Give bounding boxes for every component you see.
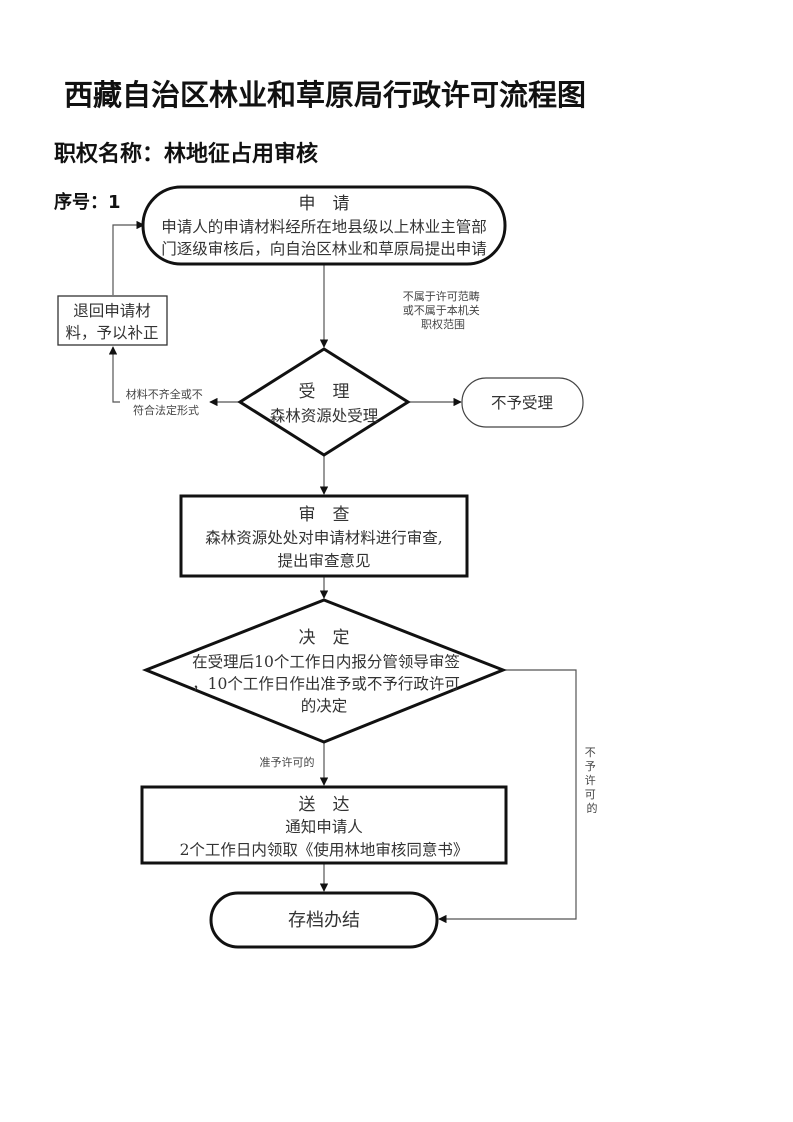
not-accepted-text: 不予受理: [491, 394, 553, 412]
review-title: 审 查: [299, 505, 350, 525]
node-accept: 受 理 森林资源处受理: [237, 347, 411, 457]
page-title: 西藏自治区林业和草原局行政许可流程图: [64, 78, 587, 112]
delivery-shape: [140, 785, 508, 865]
return-materials-line-1: 退回申请材: [73, 302, 151, 320]
decision-text-line-3: 的决定: [301, 697, 348, 715]
authority-name: 职权名称：林地征占用审核: [54, 142, 319, 167]
delivery-text-line-2: 2个工作日内领取《使用林地审核同意书》: [180, 840, 469, 859]
review-shape: [179, 494, 469, 578]
return-materials-shape: [57, 295, 168, 346]
serial-number: 序号：1: [54, 192, 121, 213]
apply-title: 申 请: [299, 194, 350, 214]
node-archive: 存档办结: [209, 891, 439, 949]
apply-shape: [141, 185, 507, 266]
apply-text-line-2: 门逐级审核后，向自治区林业和草原局提出申请: [161, 240, 487, 258]
node-not-accepted: 不予受理: [461, 377, 584, 428]
decision-title: 决 定: [299, 628, 350, 648]
edge-return-to-apply: [112, 220, 145, 295]
node-review: 审 查 森林资源处处对申请材料进行审查, 提出审查意见: [179, 494, 469, 578]
edge-decision-to-archive: [438, 669, 577, 924]
archive-text: 存档办结: [288, 910, 360, 931]
decision-shape: [141, 598, 508, 744]
node-return-materials: 退回申请材 料，予以补正: [57, 295, 168, 346]
delivery-text-line-1: 通知申请人: [285, 818, 363, 836]
delivery-title: 送 达: [299, 795, 350, 815]
not-accepted-shape: [461, 377, 584, 428]
accept-text: 森林资源处受理: [270, 407, 379, 425]
archive-shape: [209, 891, 439, 949]
node-decision: 决 定 在受理后10个工作日内报分管领导审签 ，10个工作日作出准予或不予行政许…: [141, 598, 508, 744]
accept-shape: [237, 347, 411, 457]
edge-label-permitted: 准予许可的: [260, 755, 315, 769]
accept-title: 受 理: [299, 382, 350, 402]
node-delivery: 送 达 通知申请人 2个工作日内领取《使用林地审核同意书》: [140, 785, 508, 865]
node-apply: 申 请 申请人的申请材料经所在地县级以上林业主管部 门逐级审核后，向自治区林业和…: [141, 185, 507, 266]
review-text-line-1: 森林资源处处对申请材料进行审查,: [205, 529, 442, 547]
edge-label-incomplete-materials: 材料不齐全或不 符合法定形式: [126, 387, 207, 417]
decision-text-line-1: 在受理后10个工作日内报分管领导审签: [192, 653, 460, 671]
decision-text-line-2: ，10个工作日作出准予或不予行政许可: [192, 675, 460, 693]
edge-accept-to-return: [108, 346, 240, 407]
edge-label-not-in-scope: 不属于许可范畴 或不属于本机关 职权范围: [403, 289, 484, 331]
return-materials-line-2: 料，予以补正: [65, 324, 158, 342]
edge-label-not-permitted: 不 予 许 可 的: [585, 746, 600, 815]
review-text-line-2: 提出审查意见: [277, 551, 370, 570]
apply-text-line-1: 申请人的申请材料经所在地县级以上林业主管部: [161, 218, 487, 236]
